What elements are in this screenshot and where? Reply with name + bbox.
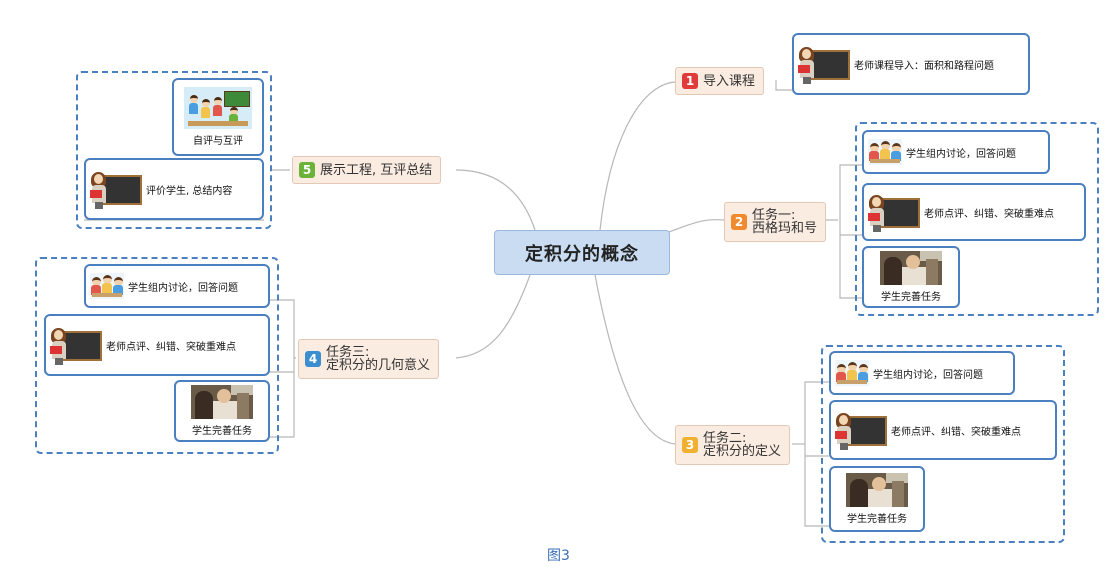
- leaf-teacher-summary[interactable]: 评价学生, 总结内容: [84, 158, 264, 220]
- leaf-self-peer-review[interactable]: 自评与互评: [172, 78, 264, 156]
- number-badge-3: 3: [682, 437, 698, 453]
- teacher-blackboard-icon: [90, 169, 142, 209]
- teacher-blackboard-icon: [835, 410, 887, 450]
- leaf-students-complete[interactable]: 学生完善任务: [862, 246, 960, 308]
- leaf-students-complete[interactable]: 学生完善任务: [829, 466, 925, 532]
- leaf-teacher-intro[interactable]: 老师课程导入：面积和路程问题: [792, 33, 1030, 95]
- review-group-frame: [76, 71, 272, 229]
- leaf-students-discussion[interactable]: 学生组内讨论，回答问题: [829, 351, 1015, 395]
- number-badge-1: 1: [682, 73, 698, 89]
- topic-3-task-two[interactable]: 3 任务二: 定积分的定义: [675, 425, 791, 465]
- number-badge-5: 5: [299, 162, 315, 178]
- leaf-label: 学生完善任务: [847, 514, 907, 525]
- leaf-label: 学生组内讨论，回答问题: [128, 282, 238, 294]
- leaf-label: 评价学生, 总结内容: [146, 185, 233, 197]
- topic-label: 任务二: 定积分的定义: [703, 431, 782, 459]
- task-one-group-frame: [855, 122, 1099, 316]
- classroom-icon: [184, 87, 252, 129]
- leaf-teacher-review[interactable]: 老师点评、纠错、突破重难点: [829, 400, 1057, 460]
- leaf-label: 老师课程导入：面积和路程问题: [854, 60, 994, 72]
- leaf-label: 自评与互评: [193, 136, 243, 147]
- teacher-blackboard-icon: [868, 192, 920, 232]
- topic-2-task-one[interactable]: 2 任务一: 西格玛和号: [724, 202, 827, 242]
- students-photo-icon: [191, 385, 253, 419]
- leaf-label: 学生完善任务: [881, 292, 941, 303]
- task-two-group-frame: [821, 345, 1065, 543]
- topic-label: 导入课程: [703, 73, 756, 89]
- leaf-students-discussion[interactable]: 学生组内讨论，回答问题: [862, 130, 1050, 174]
- leaf-label: 老师点评、纠错、突破重难点: [891, 426, 1021, 438]
- students-discussion-icon: [835, 360, 869, 386]
- number-badge-2: 2: [731, 214, 747, 230]
- leaf-students-discussion[interactable]: 学生组内讨论，回答问题: [84, 264, 270, 308]
- leaf-label: 学生完善任务: [192, 426, 252, 437]
- leaf-label: 老师点评、纠错、突破重难点: [106, 341, 236, 353]
- topic-label: 任务一: 西格玛和号: [752, 208, 818, 236]
- students-discussion-icon: [868, 139, 902, 165]
- leaf-teacher-review[interactable]: 老师点评、纠错、突破重难点: [44, 314, 270, 376]
- figure-caption: 图3: [547, 548, 570, 564]
- leaf-label: 老师点评、纠错、突破重难点: [924, 208, 1054, 220]
- leaf-label: 学生组内讨论，回答问题: [906, 148, 1016, 160]
- central-topic[interactable]: 定积分的概念: [494, 230, 670, 275]
- topic-1-import-course[interactable]: 1 导入课程: [675, 67, 765, 95]
- number-badge-4: 4: [305, 351, 321, 367]
- topic-5-show-and-review[interactable]: 5 展示工程, 互评总结: [292, 156, 442, 184]
- teacher-blackboard-icon: [798, 44, 850, 84]
- topic-label: 展示工程, 互评总结: [320, 162, 433, 178]
- task-three-group-frame: [35, 257, 279, 454]
- students-photo-icon: [880, 251, 942, 285]
- leaf-label: 学生组内讨论，回答问题: [873, 369, 983, 381]
- teacher-blackboard-icon: [50, 325, 102, 365]
- leaf-teacher-review[interactable]: 老师点评、纠错、突破重难点: [862, 183, 1086, 241]
- students-discussion-icon: [90, 273, 124, 299]
- leaf-students-complete[interactable]: 学生完善任务: [174, 380, 270, 442]
- students-photo-icon: [846, 473, 908, 507]
- topic-label: 任务三: 定积分的几何意义: [326, 345, 431, 373]
- topic-4-task-three[interactable]: 4 任务三: 定积分的几何意义: [298, 339, 440, 379]
